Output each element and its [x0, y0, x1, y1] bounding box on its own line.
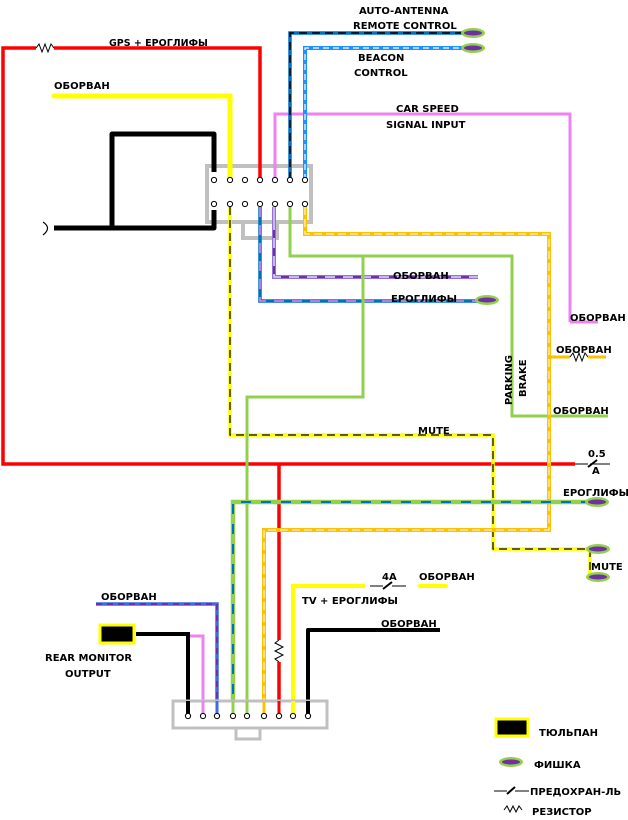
blue-wire-beacon	[303, 46, 465, 180]
pink-wire-rear	[188, 634, 205, 714]
blue-green-wire-eroglify	[230, 499, 590, 714]
label-oborvan-yellow-right: ОБОРВАН	[419, 572, 475, 583]
plug-icon	[585, 497, 609, 507]
legend-item-plug: ФИШКА	[499, 757, 581, 771]
label-auto-antenna-2: REMOTE CONTROL	[353, 21, 457, 32]
pink-wire-car-speed	[273, 112, 572, 322]
black-wire-bottom-right	[306, 628, 440, 714]
legend-item-fuse: ПРЕДОХРАН-ЛЬ	[494, 786, 621, 798]
legend-label: ФИШКА	[534, 760, 581, 771]
yellow-wire-mute	[228, 207, 592, 577]
bottom-connector	[171, 699, 329, 741]
label-eroglify-mid: ЕРОГЛИФЫ	[391, 294, 457, 305]
plug-icon	[461, 43, 485, 53]
legend: ТЮЛЬПАН ФИШКА ПРЕДОХРАН-ЛЬ РЕЗИСТОР	[494, 717, 621, 818]
legend-label: ПРЕДОХРАН-ЛЬ	[530, 787, 621, 798]
yellow-wire-tv	[291, 581, 448, 714]
resistor-icon	[569, 351, 589, 363]
label-gps: GPS + ЕРОГЛИФЫ	[109, 38, 208, 49]
plug-icon	[461, 28, 485, 38]
legend-item-resistor: РЕЗИСТОР	[503, 804, 592, 818]
fuse-icon	[382, 581, 393, 590]
label-oborvan-black-right: ОБОРВАН	[381, 619, 437, 630]
label-tv-eroglify: TV + ЕРОГЛИФЫ	[302, 596, 398, 607]
rca-jack-icon	[98, 623, 136, 645]
top-connector-pins	[210, 176, 309, 208]
black-wire-rear	[136, 632, 190, 714]
fuse-icon	[494, 786, 529, 795]
blue-wire-auto-antenna	[288, 31, 465, 180]
label-auto-antenna-1: AUTO-ANTENNA	[359, 6, 449, 17]
label-mute-right: MUTE	[591, 562, 623, 573]
plug-icon	[475, 295, 499, 305]
resistor-icon	[503, 804, 523, 814]
label-eroglify-right: ЕРОГЛИФЫ	[563, 488, 628, 499]
label-rear-monitor-2: OUTPUT	[65, 669, 111, 680]
label-car-speed-1: CAR SPEED	[396, 104, 459, 115]
purple-wire-oborvan	[272, 207, 478, 279]
plug-icon	[586, 572, 610, 582]
legend-label: ТЮЛЬПАН	[539, 728, 598, 739]
label-car-speed-2: SIGNAL INPUT	[386, 120, 466, 131]
label-brake: BRAKE	[518, 359, 529, 397]
legend-label: РЕЗИСТОР	[532, 807, 592, 818]
label-oborvan-green: ОБОРВАН	[553, 406, 609, 417]
black-ground-loop	[42, 131, 217, 236]
label-fuse-05-bottom: A	[592, 466, 600, 477]
plug-icon	[586, 544, 610, 554]
legend-item-rca: ТЮЛЬПАН	[494, 717, 598, 739]
blue-pink-wire-eroglify	[258, 207, 480, 303]
orange-wire	[262, 207, 606, 714]
green-wire-parking-brake	[245, 207, 608, 714]
label-oborvan-top-left: ОБОРВАН	[54, 81, 110, 92]
purple-wire-bottom-oborvan	[96, 602, 219, 714]
label-fuse-4a: 4A	[382, 572, 397, 583]
rca-jack-icon	[494, 717, 530, 738]
yellow-wire-top	[51, 93, 233, 183]
label-oborvan-purple-bottom: ОБОРВАН	[101, 592, 157, 603]
label-beacon-1: BEACON	[358, 53, 404, 64]
label-oborvan-purple: ОБОРВАН	[393, 271, 449, 282]
resistor-icon	[273, 639, 285, 663]
label-parking: PARKING	[504, 355, 515, 405]
ground-icon	[42, 221, 49, 236]
label-beacon-2: CONTROL	[354, 68, 408, 79]
resistor-icon	[35, 42, 55, 54]
label-fuse-05-top: 0.5	[588, 449, 606, 460]
label-oborvan-orange: ОБОРВАН	[556, 345, 612, 356]
label-mute-top: MUTE	[418, 426, 450, 437]
label-rear-monitor-1: REAR MONITOR	[45, 653, 132, 664]
plug-icon	[499, 757, 523, 767]
label-oborvan-pink: ОБОРВАН	[570, 313, 626, 324]
